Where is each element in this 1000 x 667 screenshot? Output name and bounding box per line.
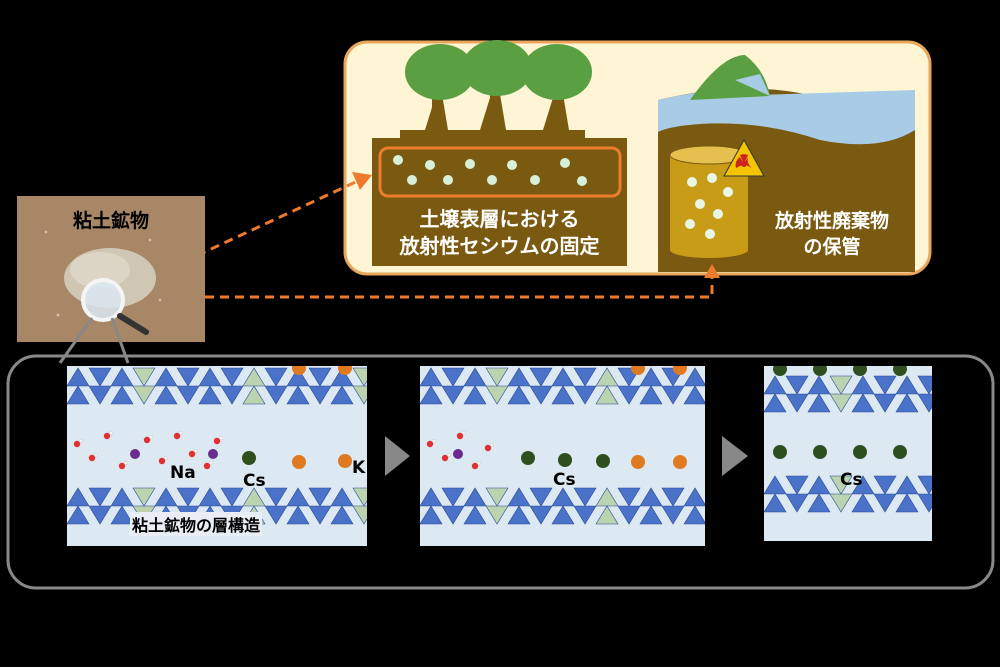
tetra-band-bottom-b	[764, 493, 932, 513]
ion-cs	[893, 445, 907, 459]
arrow-to-storage	[160, 264, 720, 299]
tetra-band-top-b	[420, 385, 705, 405]
cs-label-stage2: Cs	[553, 470, 576, 490]
water-hydrogen	[148, 434, 153, 439]
water-hydrogen	[109, 430, 114, 435]
na-label: Na	[170, 463, 196, 483]
cs-label-stage3: Cs	[840, 470, 863, 490]
tetra-band-bottom-a	[764, 475, 932, 495]
magnifier-icon	[81, 278, 149, 335]
water-molecule	[158, 457, 166, 465]
ion-cs	[242, 451, 256, 465]
soil-label-line2: 放射性セシウムの固定	[399, 234, 600, 258]
ion-na	[208, 449, 218, 459]
water-molecule	[188, 450, 196, 458]
water-molecule	[456, 432, 464, 440]
tetra-band-bottom-a	[420, 487, 705, 507]
ion-cs	[773, 366, 787, 376]
ion-cs	[813, 445, 827, 459]
layer-structure-label: 粘土鉱物の層構造	[130, 512, 263, 536]
clay-sample-label: 粘土鉱物	[72, 210, 149, 232]
ion-k	[631, 455, 645, 469]
stage-arrow-1	[385, 436, 410, 476]
water-hydrogen	[163, 455, 168, 460]
water-molecule	[88, 454, 96, 462]
tetra-band-top-b	[764, 393, 932, 413]
ion-cs	[853, 445, 867, 459]
water-hydrogen	[447, 452, 452, 457]
layer-image-stage3	[764, 366, 932, 541]
water-hydrogen	[124, 460, 129, 465]
soil-cs-particles	[393, 155, 587, 186]
water-hydrogen	[94, 452, 99, 457]
ion-cs	[521, 451, 535, 465]
ion-k	[631, 366, 645, 375]
water-molecule	[484, 444, 492, 452]
ion-k	[292, 455, 306, 469]
structure-frame	[6, 354, 995, 590]
water-hydrogen	[208, 460, 213, 465]
ion-k	[292, 366, 306, 375]
water-molecule	[203, 462, 211, 470]
trees	[400, 40, 592, 140]
soil-label-line1: 土壌表層における	[419, 207, 580, 231]
water-molecule	[213, 437, 221, 445]
water-molecule	[441, 454, 449, 462]
ion-cs	[813, 366, 827, 376]
water-molecule	[426, 440, 434, 448]
tetra-band-top-b	[67, 385, 367, 405]
radiation-warning-icon	[723, 138, 765, 177]
water-hydrogen	[193, 448, 198, 453]
water-molecule	[471, 462, 479, 470]
water-hydrogen	[477, 460, 482, 465]
tetra-band-top-a	[67, 367, 367, 387]
water-molecule	[73, 440, 81, 448]
ion-na	[453, 449, 463, 459]
tetra-band-top-a	[764, 375, 932, 395]
ion-cs	[773, 445, 787, 459]
stage-arrow-2	[722, 436, 748, 476]
water-hydrogen	[489, 442, 494, 447]
water-molecule	[143, 436, 151, 444]
ion-na	[130, 449, 140, 459]
k-label: K	[352, 458, 366, 478]
water-hydrogen	[178, 430, 183, 435]
water-molecule	[103, 432, 111, 440]
layer-image-stage2	[420, 366, 705, 546]
ion-cs	[853, 366, 867, 376]
waste-label-line1: 放射性廃棄物	[774, 210, 889, 232]
ion-cs	[596, 454, 610, 468]
water-molecule	[118, 462, 126, 470]
ion-cs	[893, 366, 907, 376]
water-molecule	[173, 432, 181, 440]
soil-block	[372, 138, 627, 266]
cs-label-stage1: Cs	[243, 471, 266, 491]
ion-k	[673, 366, 687, 375]
ion-k	[338, 454, 352, 468]
water-hydrogen	[462, 430, 467, 435]
soil-surface-layer	[378, 146, 622, 198]
waste-label-line2: の保管	[803, 236, 861, 258]
tetra-band-bottom-b	[420, 505, 705, 525]
water-hydrogen	[78, 438, 83, 443]
water-hydrogen	[431, 438, 436, 443]
water-hydrogen	[218, 435, 223, 440]
ion-cs	[558, 453, 572, 467]
ion-k	[673, 455, 687, 469]
ion-k	[338, 366, 352, 375]
